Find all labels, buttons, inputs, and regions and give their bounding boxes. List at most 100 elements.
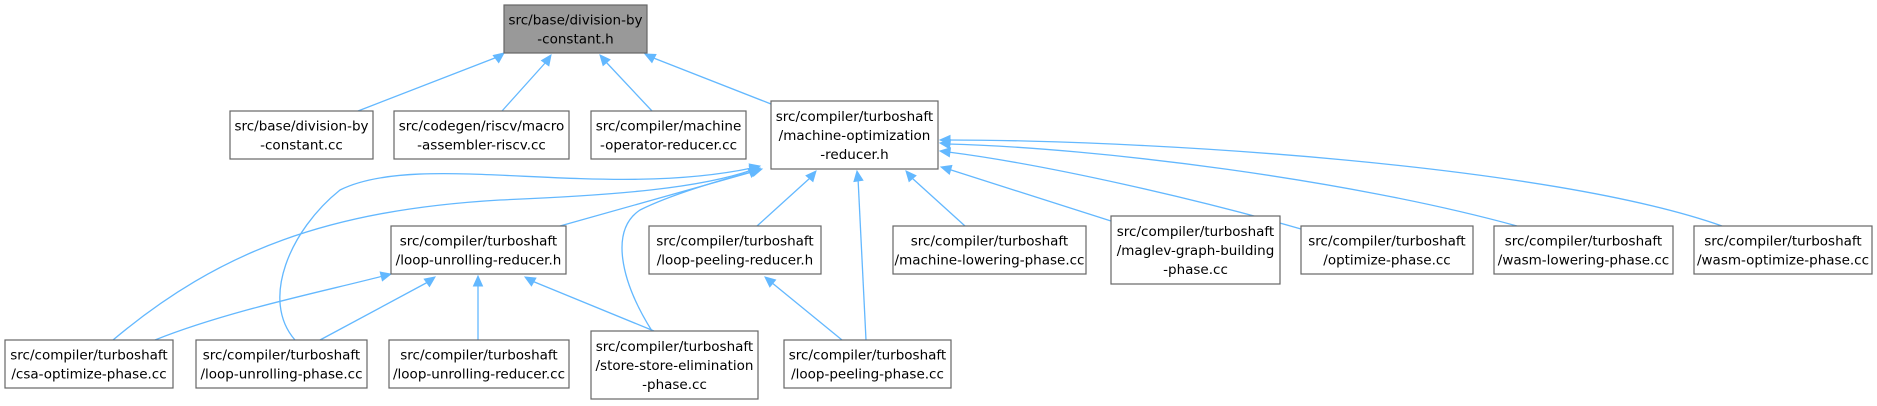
node-box [892, 225, 1087, 275]
node-label-line: src/compiler/machine [596, 119, 742, 135]
edge-n8-to-n4 [939, 164, 1112, 222]
edge-n3-to-n0 [599, 54, 653, 112]
node-label-line: /optimize-phase.cc [1323, 253, 1450, 269]
node-box [783, 339, 952, 389]
edge-n1-to-n0 [357, 52, 505, 112]
node-label-line: src/compiler/turboshaft [1505, 234, 1662, 250]
edge-n12-to-n5 [154, 271, 393, 341]
arrowhead-icon [905, 170, 917, 183]
node-n15[interactable]: src/compiler/turboshaft/store-store-elim… [590, 330, 759, 400]
arrowhead-icon [938, 147, 952, 158]
node-label-line: /loop-unrolling-phase.cc [200, 367, 362, 383]
arrowhead-icon [492, 52, 505, 64]
node-label-line: src/compiler/turboshaft [400, 348, 557, 364]
node-label-line: src/compiler/turboshaft [400, 234, 557, 250]
node-n0[interactable]: src/base/division-by-constant.h [503, 4, 648, 54]
arrowhead-icon [643, 53, 657, 64]
node-n12[interactable]: src/compiler/turboshaft/csa-optimize-pha… [4, 339, 174, 389]
node-box [1693, 225, 1873, 275]
arrowhead-icon [805, 170, 817, 183]
node-n1[interactable]: src/base/division-by-constant.cc [229, 110, 374, 160]
edge-n11-to-n4 [938, 134, 1723, 227]
arrowhead-icon [523, 276, 537, 287]
node-n4[interactable]: src/compiler/turboshaft/machine-optimiza… [770, 100, 939, 170]
nodes-layer: src/base/division-by-constant.h src/base/… [4, 4, 1873, 400]
arrowhead-icon [472, 274, 484, 287]
node-n9[interactable]: src/compiler/turboshaft/optimize-phase.c… [1300, 225, 1474, 275]
node-n11[interactable]: src/compiler/turboshaft/wasm-optimize-ph… [1693, 225, 1873, 275]
node-label-line: /loop-unrolling-reducer.h [396, 253, 562, 269]
node-box [229, 110, 374, 160]
node-n10[interactable]: src/compiler/turboshaft/wasm-lowering-ph… [1493, 225, 1674, 275]
node-box [4, 339, 174, 389]
node-label-line: -operator-reducer.cc [600, 138, 737, 154]
node-n13[interactable]: src/compiler/turboshaft/loop-unrolling-p… [195, 339, 368, 389]
node-box [590, 110, 747, 160]
edge-line [857, 177, 867, 341]
edge-line [531, 280, 655, 332]
node-n7[interactable]: src/compiler/turboshaft/machine-lowering… [892, 225, 1087, 275]
edge-n16-to-n4 [853, 169, 867, 341]
arrowhead-icon [938, 134, 951, 146]
node-label-line: /csa-optimize-phase.cc [11, 367, 166, 383]
node-label-line: /wasm-lowering-phase.cc [1498, 253, 1669, 269]
node-box [388, 339, 570, 389]
node-n6[interactable]: src/compiler/turboshaft/loop-peeling-red… [648, 225, 822, 275]
edge-n7-to-n4 [905, 170, 966, 227]
node-box [1493, 225, 1674, 275]
node-label-line: -reducer.h [820, 147, 888, 163]
edge-line [621, 170, 756, 332]
node-label-line: -phase.cc [642, 377, 707, 393]
node-n14[interactable]: src/compiler/turboshaft/loop-unrolling-r… [388, 339, 570, 389]
node-label-line: -constant.h [537, 32, 613, 48]
edge-line [756, 177, 811, 227]
edge-n15-to-n5 [523, 276, 655, 332]
node-box [590, 330, 759, 400]
edge-line [319, 281, 429, 341]
edge-line [650, 56, 772, 105]
node-label-line: /store-store-elimination [596, 358, 754, 374]
node-box [770, 100, 939, 170]
arrowhead-icon [379, 271, 393, 282]
node-label-line: /maglev-graph-building [1117, 243, 1275, 259]
node-label-line: /machine-optimization [779, 128, 931, 144]
edge-line [947, 168, 1112, 222]
node-box [393, 110, 570, 160]
arrowhead-icon [750, 166, 764, 177]
node-box [1300, 225, 1474, 275]
edge-n14-to-n5 [472, 274, 484, 340]
edge-line [911, 177, 966, 227]
edge-n10-to-n4 [938, 139, 1518, 227]
edge-n6-to-n4 [756, 170, 817, 227]
edge-line [501, 61, 547, 112]
node-n16[interactable]: src/compiler/turboshaft/loop-peeling-pha… [783, 339, 952, 389]
arrowhead-icon [540, 54, 552, 67]
edge-line [770, 281, 843, 341]
arrowhead-icon [764, 276, 777, 288]
edge-line [279, 167, 753, 341]
node-box [503, 4, 648, 54]
edge-n2-to-n0 [501, 54, 552, 112]
node-n3[interactable]: src/compiler/machine -operator-reducer.cc [590, 110, 747, 160]
edge-line [357, 55, 501, 112]
node-n8[interactable]: src/compiler/turboshaft/maglev-graph-bui… [1110, 215, 1281, 285]
edge-line [154, 275, 384, 341]
node-label-line: src/compiler/turboshaft [203, 348, 360, 364]
node-label-line: src/compiler/turboshaft [911, 234, 1068, 250]
node-n5[interactable]: src/compiler/turboshaft/loop-unrolling-r… [390, 225, 567, 275]
edges-layer [112, 52, 1723, 341]
node-label-line: /loop-peeling-phase.cc [791, 367, 944, 383]
node-label-line: -assembler-riscv.cc [417, 138, 546, 154]
node-box [195, 339, 368, 389]
node-label-line: /machine-lowering-phase.cc [895, 253, 1085, 269]
node-label-line: -constant.cc [260, 138, 343, 154]
node-label-line: /loop-unrolling-reducer.cc [393, 367, 565, 383]
node-label-line: -phase.cc [1163, 262, 1228, 278]
node-box [1110, 215, 1281, 285]
node-label-line: src/compiler/turboshaft [656, 234, 813, 250]
node-label-line: src/compiler/turboshaft [1308, 234, 1465, 250]
edge-n4-to-n0 [643, 53, 772, 105]
node-label-line: src/codegen/riscv/macro [399, 119, 564, 135]
node-n2[interactable]: src/codegen/riscv/macro -assembler-riscv.… [393, 110, 570, 160]
